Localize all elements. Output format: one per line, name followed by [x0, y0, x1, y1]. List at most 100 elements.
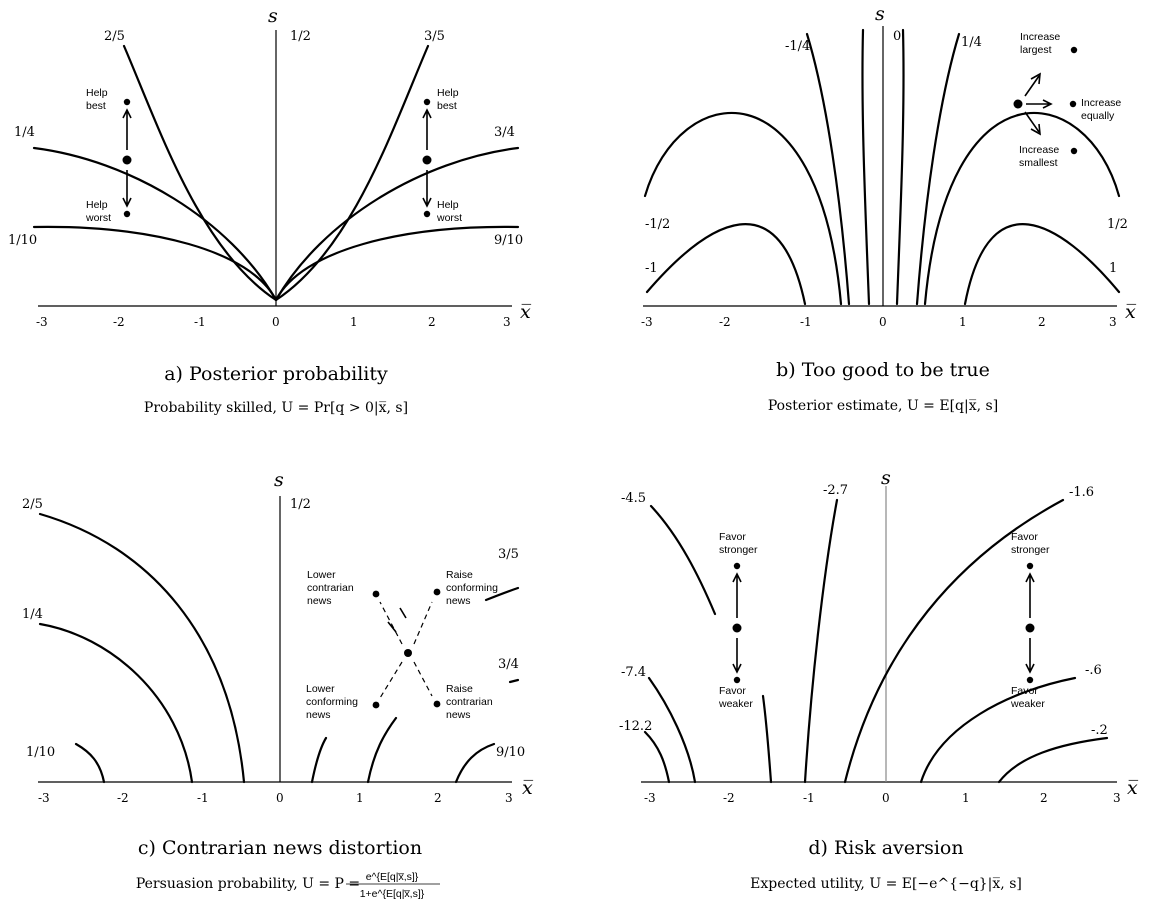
annotation-text: Increase [1020, 31, 1060, 43]
annotation-text: Favor [719, 531, 746, 543]
contour-3-5 [274, 44, 430, 302]
x-tick-labels: -3 -2 -1 0 1 2 3 [644, 791, 1121, 805]
contour-label: 1/10 [26, 745, 55, 760]
x-tick: -2 [723, 791, 735, 805]
annotation-text: worst [436, 212, 462, 224]
annotation-text: news [446, 709, 471, 721]
annotation-text: weaker [718, 698, 753, 710]
annotation-text: Raise [446, 569, 473, 581]
contour-label: -7.4 [621, 665, 646, 680]
annotation-text: Help [437, 199, 459, 211]
x-tick-labels: -3 -2 -1 0 1 2 3 [38, 791, 513, 805]
panel-subtitle: Probability skilled, U = Pr[q > 0|x̅, s] [144, 400, 408, 416]
annotation-text: Lower [306, 683, 335, 695]
annotation-text: Favor [1011, 531, 1038, 543]
contour-3-4-fragment [508, 678, 520, 684]
point-marker [372, 701, 380, 709]
contour-label: 9/10 [496, 745, 525, 760]
contour-2-5 [122, 44, 278, 302]
x-tick: -2 [113, 315, 125, 329]
x-tick: -1 [194, 315, 206, 329]
point-marker [1070, 147, 1078, 155]
x-tick: -3 [644, 791, 656, 805]
panel-posterior-probability: s x̅ -3 -2 -1 0 1 2 3 2/5 1/2 3/5 1/4 3/… [0, 0, 579, 456]
contour-2-5 [38, 512, 246, 784]
panel-title: a) Posterior probability [164, 363, 388, 385]
panel-contrarian-news-distortion: s x̅ -3 -2 -1 0 1 2 3 2/5 1/2 3/5 1/4 3/… [0, 456, 579, 913]
contour-label: 1/10 [8, 233, 37, 248]
annotation-text: contrarian [307, 582, 354, 594]
point-marker [1026, 562, 1034, 570]
contour-label: 3/4 [494, 125, 515, 140]
x-tick: 2 [434, 791, 442, 805]
annotation-text: best [437, 100, 457, 112]
annotation-text: best [86, 100, 106, 112]
x-tick: 0 [276, 791, 284, 805]
arrow-down-icon [732, 638, 742, 674]
contour-minus-7-4 [647, 676, 697, 784]
point-marker [433, 588, 441, 596]
x-tick: 3 [505, 791, 513, 805]
contour-label: -.6 [1085, 663, 1102, 678]
arrow-down-right-icon [1024, 111, 1041, 136]
contour-minus-12-2 [643, 730, 671, 784]
x-axis-label: x̅ [522, 777, 533, 799]
point-marker [1069, 100, 1077, 108]
contour-label: -.2 [1091, 723, 1108, 738]
arrow-down-icon [422, 170, 432, 208]
x-tick: 3 [1113, 791, 1121, 805]
x-tick: -1 [800, 315, 812, 329]
dashed-arrow-down-left-icon [379, 661, 403, 699]
x-tick: -3 [36, 315, 48, 329]
x-tick: -2 [117, 791, 129, 805]
point-marker [123, 210, 131, 218]
contour-label: 1/2 [290, 497, 311, 512]
contour-label: 1/2 [290, 29, 311, 44]
contour-1-4 [32, 146, 278, 302]
point-marker [423, 210, 431, 218]
arrow-up-right-icon [1024, 72, 1041, 97]
contour-label: 1/4 [961, 35, 982, 50]
panel-too-good-to-be-true: s x̅ -3 -2 -1 0 1 2 3 -1/4 0 1/4 -1/2 1/… [579, 0, 1158, 456]
annotation-text: news [306, 709, 331, 721]
annotation-text: smallest [1019, 157, 1058, 169]
contour-minus-0-6 [919, 676, 1077, 784]
point-marker [422, 155, 432, 165]
x-axis-label: x̅ [1127, 777, 1138, 799]
contour-label: 1/4 [14, 125, 35, 140]
panel-risk-aversion: s x̅ -3 -2 -1 0 1 2 3 -4.5 -2.7 -1.6 -7.… [579, 456, 1158, 913]
fraction-denominator: 1+e^{E[q|x̅,s]} [360, 888, 425, 900]
contour-label: -1/4 [785, 39, 810, 54]
contour-label: 1/2 [1107, 217, 1128, 232]
contour-1-4 [915, 32, 961, 306]
contour-3-5-fragment [484, 586, 520, 602]
x-tick: 1 [962, 791, 970, 805]
annotation-text: equally [1081, 110, 1115, 122]
annotation-text: news [307, 595, 332, 607]
annotation-text: Favor [1011, 685, 1038, 697]
dashed-arrow-down-right-icon [413, 661, 433, 697]
point-marker [1026, 676, 1034, 684]
annotation-text: Increase [1019, 144, 1059, 156]
contour-9-10 [274, 225, 520, 302]
x-tick: 0 [879, 315, 887, 329]
contour-minus-1-4-inner [861, 28, 871, 306]
contour-label: -1/2 [645, 217, 670, 232]
contour-minus-1 [645, 223, 807, 306]
dashed-arrow-up-left-icon [379, 601, 403, 645]
contour-label: 3/5 [424, 29, 445, 44]
contour-label: 2/5 [22, 497, 43, 512]
x-tick: 2 [428, 315, 436, 329]
contour-1-10 [32, 225, 278, 302]
arrow-up-icon [122, 108, 132, 150]
contour-label: -1 [645, 261, 658, 276]
x-tick: 1 [356, 791, 364, 805]
point-marker [404, 649, 412, 657]
annotation-text: contrarian [446, 696, 493, 708]
contour-minus-12-2-inner [761, 694, 773, 784]
point-marker [122, 155, 132, 165]
annotation-text: Help [86, 87, 108, 99]
x-tick-labels: -3 -2 -1 0 1 2 3 [641, 315, 1117, 329]
annotation-text: Raise [446, 683, 473, 695]
contour-label: 2/5 [104, 29, 125, 44]
